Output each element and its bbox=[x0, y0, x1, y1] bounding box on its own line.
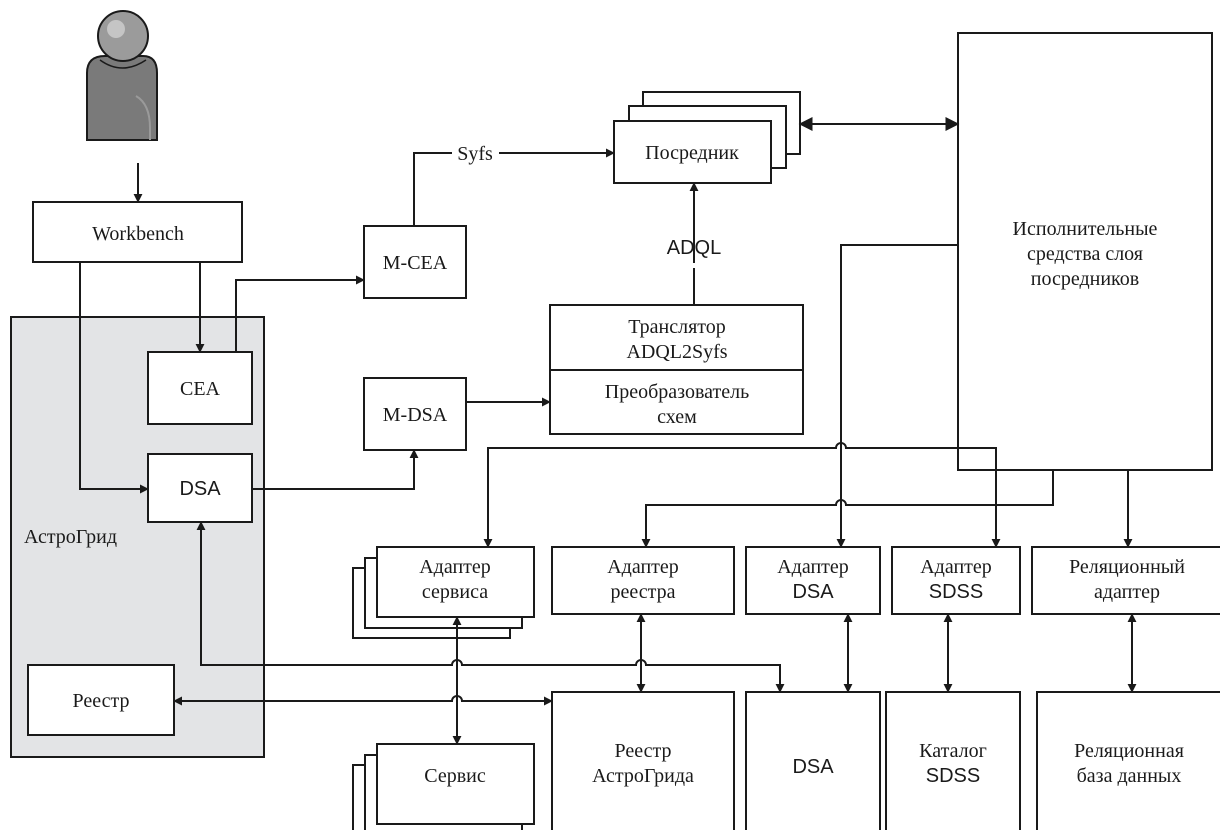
user-icon bbox=[86, 10, 158, 141]
dsa-adapter-label-1: Адаптер bbox=[777, 556, 849, 578]
schema-converter-label-1: Преобразователь bbox=[605, 381, 749, 403]
m-cea-box[interactable] bbox=[363, 225, 467, 299]
service-label: Сервис bbox=[424, 765, 486, 787]
relational-adapter-label-1: Реляционный bbox=[1069, 556, 1185, 578]
dsa-adapter-label-2: DSA bbox=[792, 581, 834, 603]
translator-box[interactable] bbox=[549, 304, 804, 371]
service-adapter-label-1: Адаптер bbox=[419, 556, 491, 578]
translator-label-1: Транслятор bbox=[628, 316, 726, 338]
schema-converter-label-2: схем bbox=[657, 406, 697, 428]
m-dsa-label: M-DSA bbox=[383, 404, 448, 426]
relational-adapter-label-2: адаптер bbox=[1094, 581, 1160, 603]
mediator-box[interactable] bbox=[613, 120, 772, 184]
executor-box[interactable] bbox=[957, 32, 1213, 471]
executor-label-3: посредников bbox=[1031, 268, 1139, 290]
registry-adapter-label-1: Адаптер bbox=[607, 556, 679, 578]
translator-label-2: ADQL2Syfs bbox=[626, 341, 727, 363]
service-stack bbox=[352, 743, 535, 830]
astrogrid-label: АстроГрид bbox=[24, 526, 117, 548]
relational-db-label-1: Реляционная bbox=[1074, 740, 1184, 762]
dsa-resource-label: DSA bbox=[792, 756, 834, 778]
dsa-resource-box[interactable] bbox=[745, 691, 881, 830]
m-cea-label: M-CEA bbox=[383, 252, 448, 274]
relational-db-box[interactable] bbox=[1036, 691, 1220, 830]
sdss-catalog-box[interactable] bbox=[885, 691, 1021, 830]
sdss-adapter-label-1: Адаптер bbox=[920, 556, 992, 578]
executor-label-2: средства слоя bbox=[1027, 243, 1143, 265]
astrogrid-registry-box[interactable] bbox=[551, 691, 735, 830]
sdss-adapter-label-2: SDSS bbox=[929, 581, 983, 603]
sdss-catalog-label-2: SDSS bbox=[926, 765, 980, 787]
dsa-label: DSA bbox=[179, 478, 221, 500]
mediator-label: Посредник bbox=[645, 142, 739, 164]
registry-label: Реестр bbox=[73, 690, 130, 712]
syfs-edge-label: Syfs bbox=[457, 143, 493, 165]
sdss-adapter-box[interactable] bbox=[891, 546, 1021, 615]
mediator-stack bbox=[613, 91, 801, 184]
service-adapter-label-2: сервиса bbox=[422, 581, 488, 603]
workbench-label: Workbench bbox=[92, 223, 184, 245]
relational-db-label-2: база данных bbox=[1077, 765, 1182, 787]
relational-adapter-box[interactable] bbox=[1031, 546, 1220, 615]
executor-label-1: Исполнительные bbox=[1013, 218, 1158, 240]
adql-edge-label: ADQL bbox=[667, 237, 721, 259]
connectors bbox=[79, 117, 1137, 745]
workbench-box[interactable] bbox=[32, 201, 243, 263]
astrogrid-registry-label-2: АстроГрида bbox=[592, 765, 694, 787]
schema-converter-box[interactable] bbox=[549, 369, 804, 435]
cea-label: CEA bbox=[180, 378, 221, 400]
registry-adapter-label-2: реестра bbox=[611, 581, 676, 603]
registry-box[interactable] bbox=[27, 664, 175, 736]
sdss-catalog-label-1: Каталог bbox=[919, 740, 987, 762]
astrogrid-registry-label-1: Реестр bbox=[615, 740, 672, 762]
